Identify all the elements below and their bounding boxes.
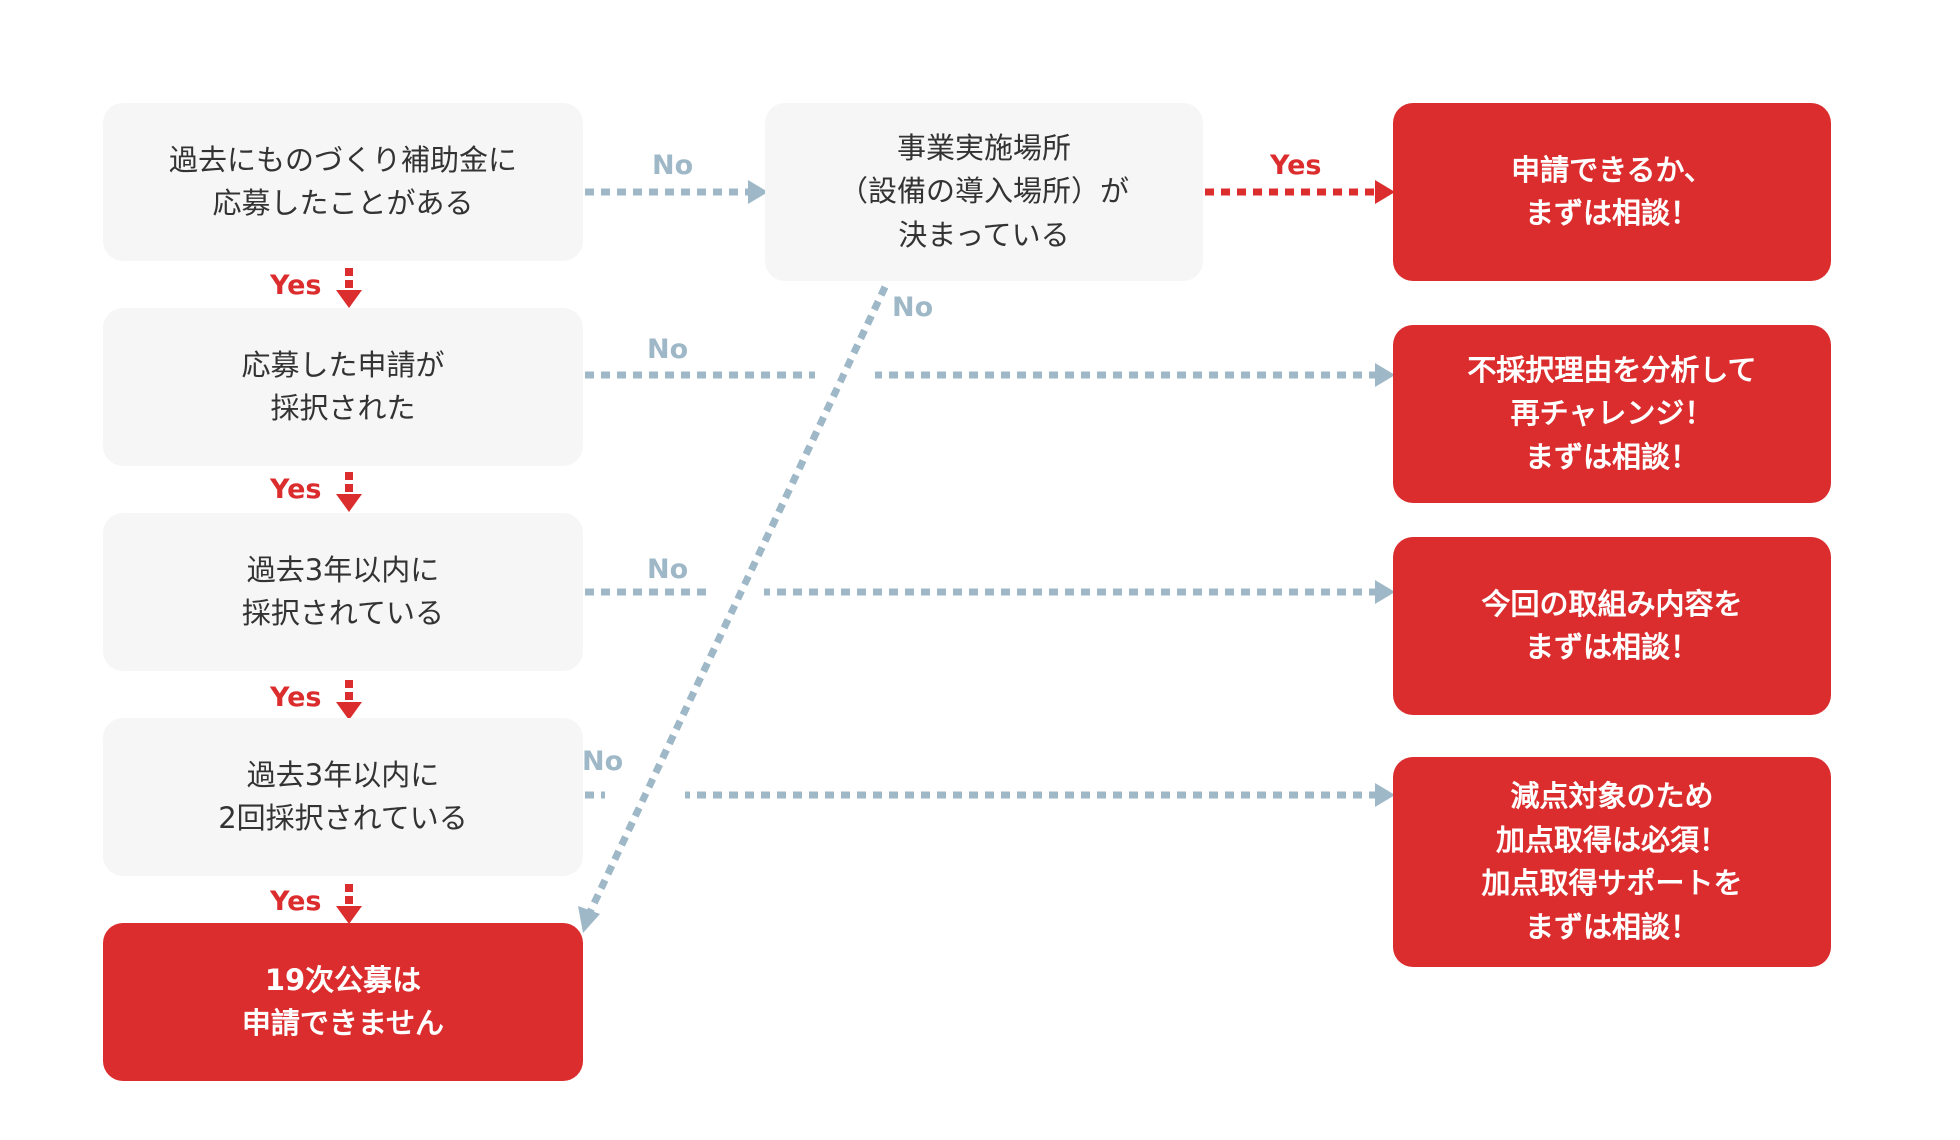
no-connector-q5-to-cannot-overlay [586, 285, 889, 914]
outcome-label: 19次公募は 申請できません [241, 962, 445, 1041]
arrowhead-reanalyze [1375, 363, 1395, 387]
question-box-location-decided: 事業実施場所 （設備の導入場所）が 決まっている [765, 103, 1203, 281]
arrowhead-q5 [748, 180, 768, 204]
outcome-label: 減点対象のため 加点取得は必須！ 加点取得サポートを まずは相談！ [1481, 779, 1743, 944]
outcome-label: 不採択理由を分析して 再チャレンジ！ まずは相談！ [1467, 352, 1757, 474]
outcome-box-reanalyze: 不採択理由を分析して 再チャレンジ！ まずは相談！ [1393, 325, 1831, 503]
yes-arrow-q2-q3 [336, 472, 362, 512]
question-label: 過去3年以内に 2回採択されている [218, 757, 468, 836]
yes-arrow-q1-q2 [336, 268, 362, 308]
outcome-box-cannot-apply: 19次公募は 申請できません [103, 923, 583, 1081]
yes-arrow-q3-q4 [336, 680, 362, 720]
no-label-q1: No [652, 150, 694, 181]
question-label: 過去3年以内に 採択されている [241, 552, 445, 631]
arrowhead-consult [1375, 180, 1395, 204]
yes-label-q1: Yes [270, 270, 322, 301]
question-label: 応募した申請が 採択された [241, 347, 445, 426]
yes-label-q3: Yes [270, 682, 322, 713]
question-box-adopted-twice: 過去3年以内に 2回採択されている [103, 718, 583, 876]
outcome-label: 今回の取組み内容を まずは相談！ [1481, 586, 1743, 665]
question-box-adopted: 応募した申請が 採択された [103, 308, 583, 466]
outcome-box-deduction: 減点対象のため 加点取得は必須！ 加点取得サポートを まずは相談！ [1393, 757, 1831, 967]
outcome-box-content-consult: 今回の取組み内容を まずは相談！ [1393, 537, 1831, 715]
question-label: 事業実施場所 （設備の導入場所）が 決まっている [838, 130, 1129, 252]
yes-label-q2: Yes [270, 474, 322, 505]
yes-arrow-q4-cannot [336, 884, 362, 924]
no-label-q3: No [647, 554, 689, 585]
question-box-past-application: 過去にものづくり補助金に 応募したことがある [103, 103, 583, 261]
no-label-q4: No [582, 746, 624, 777]
question-box-adopted-within-3-years: 過去3年以内に 採択されている [103, 513, 583, 671]
arrowhead-deduction [1375, 783, 1395, 807]
yes-label-q4: Yes [270, 886, 322, 917]
outcome-label: 申請できるか、 まずは相談！ [1511, 152, 1713, 231]
arrowhead-cannot [578, 906, 600, 933]
no-label-q5: No [892, 292, 934, 323]
outcome-box-consult-apply: 申請できるか、 まずは相談！ [1393, 103, 1831, 281]
yes-label-q5: Yes [1270, 150, 1322, 181]
arrowhead-content [1375, 580, 1395, 604]
question-label: 過去にものづくり補助金に 応募したことがある [168, 142, 517, 221]
no-label-q2: No [647, 334, 689, 365]
